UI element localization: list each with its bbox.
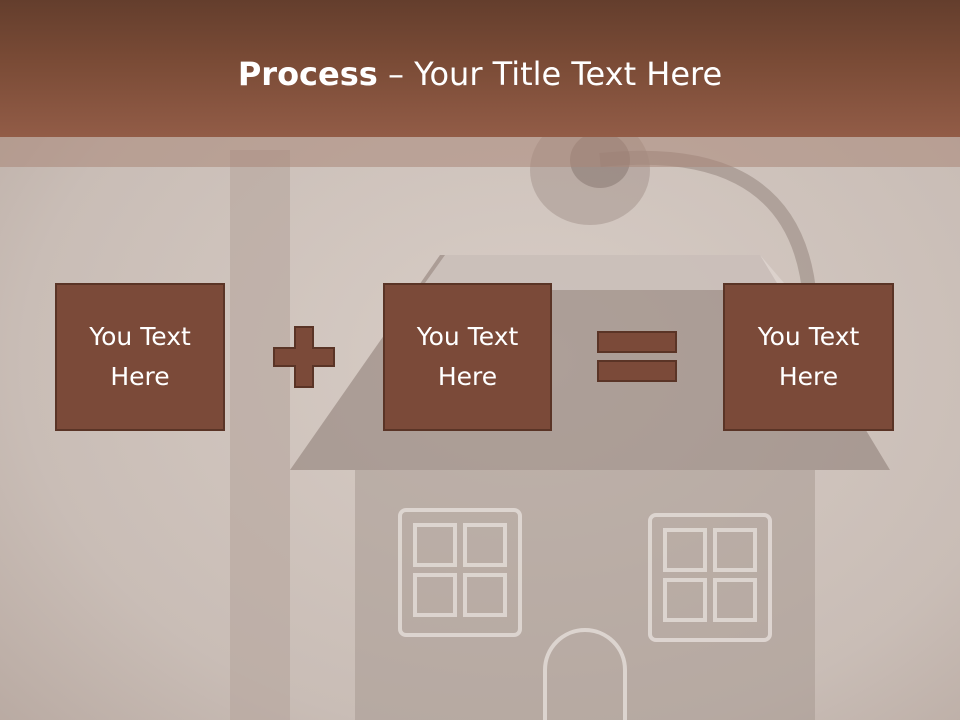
slide-title[interactable]: Process – Your Title Text Here	[0, 52, 960, 96]
equals-icon	[597, 331, 677, 382]
box-1-line1: You Text	[89, 322, 191, 351]
box-2-line1: You Text	[416, 322, 519, 351]
box-1-line2: Here	[110, 362, 170, 391]
box-2-line2: Here	[437, 362, 498, 391]
plus-icon	[273, 326, 335, 388]
process-box-1[interactable]: You Text Here	[55, 283, 225, 431]
process-box-3[interactable]: You Text Here	[723, 283, 894, 431]
title-rest: – Your Title Text Here	[377, 55, 723, 93]
process-box-2[interactable]: You Text Here	[383, 283, 552, 431]
title-strip	[0, 137, 960, 167]
box-3-line1: You Text	[757, 322, 860, 351]
title-bar	[0, 0, 960, 137]
box-3-line2: Here	[778, 362, 839, 391]
title-bold: Process	[237, 55, 378, 93]
